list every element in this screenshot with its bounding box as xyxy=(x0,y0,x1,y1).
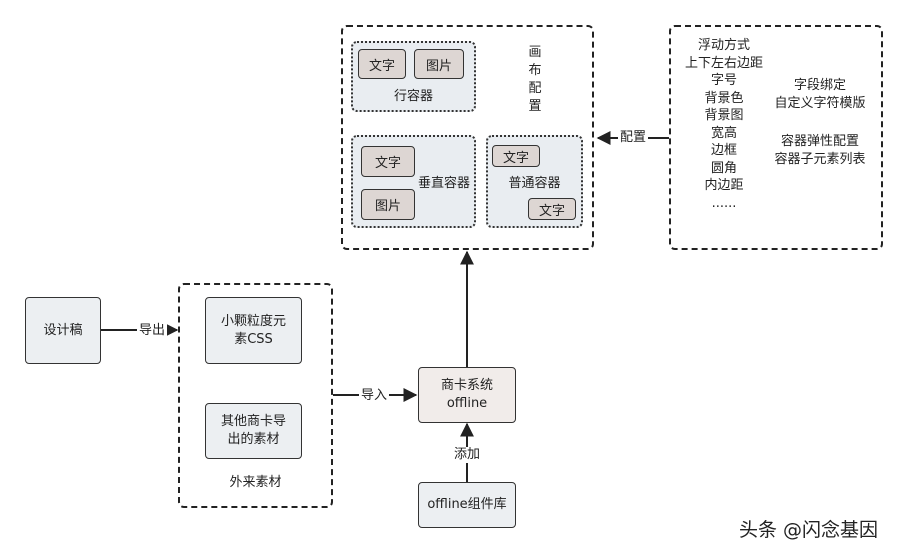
system-node: 商卡系统offline xyxy=(418,367,516,423)
watermark-text: 头条 @闪念基因 xyxy=(739,519,879,541)
config-item: 边框 xyxy=(710,143,737,158)
row-container-image-tag: 图片 xyxy=(414,49,464,79)
vertical-container-image-tag: 图片 xyxy=(361,189,415,220)
config-item: 容器弹性配置 xyxy=(780,134,859,149)
config-right-list-bottom: 容器弹性配置 容器子元素列表 xyxy=(770,133,870,168)
edge-label-add: 添加 xyxy=(452,447,483,463)
config-item: 上下左右边距 xyxy=(684,55,763,71)
normal-container-label: 普通容器 xyxy=(508,176,561,191)
other-materials-node: 其他商卡导出的素材 xyxy=(205,403,302,459)
config-item: 内边距 xyxy=(704,178,744,193)
config-item: 背景色 xyxy=(704,90,744,106)
canvas-config-title: 画布配置 xyxy=(528,45,542,114)
config-left-list: 浮动方式 上下左右边距 字号 背景色 背景图 宽高 边框 圆角 内边距 ....… xyxy=(677,37,771,212)
row-container-label: 行容器 xyxy=(393,89,433,104)
component-lib-node: offline组件库 xyxy=(418,482,516,528)
config-item: 浮动方式 xyxy=(697,38,750,53)
edge-label-import: 导入 xyxy=(359,388,390,404)
row-container-text-tag: 文字 xyxy=(358,49,406,79)
external-materials-group xyxy=(178,283,333,508)
config-item: ...... xyxy=(711,195,737,211)
config-panel xyxy=(669,25,883,250)
config-item: 背景图 xyxy=(704,108,744,123)
normal-container-text-tag-1: 文字 xyxy=(492,145,540,167)
edge-label-config: 配置 xyxy=(618,130,649,146)
config-item: 宽高 xyxy=(710,125,737,141)
config-right-list-top: 字段绑定 自定义字符模版 xyxy=(770,77,870,112)
config-item: 字号 xyxy=(710,73,737,88)
vertical-container-text-tag: 文字 xyxy=(361,146,415,177)
config-item: 容器子元素列表 xyxy=(774,151,866,167)
config-item: 圆角 xyxy=(710,160,737,176)
config-item: 字段绑定 xyxy=(793,78,846,93)
config-item: 自定义字符模版 xyxy=(774,95,866,111)
external-materials-label: 外来素材 xyxy=(229,475,282,490)
design-node: 设计稿 xyxy=(25,297,101,364)
normal-container-text-tag-2: 文字 xyxy=(528,198,576,220)
edge-label-export: 导出 xyxy=(137,323,168,339)
small-css-node: 小颗粒度元素CSS xyxy=(205,297,302,364)
vertical-container-label: 垂直容器 xyxy=(418,176,471,191)
